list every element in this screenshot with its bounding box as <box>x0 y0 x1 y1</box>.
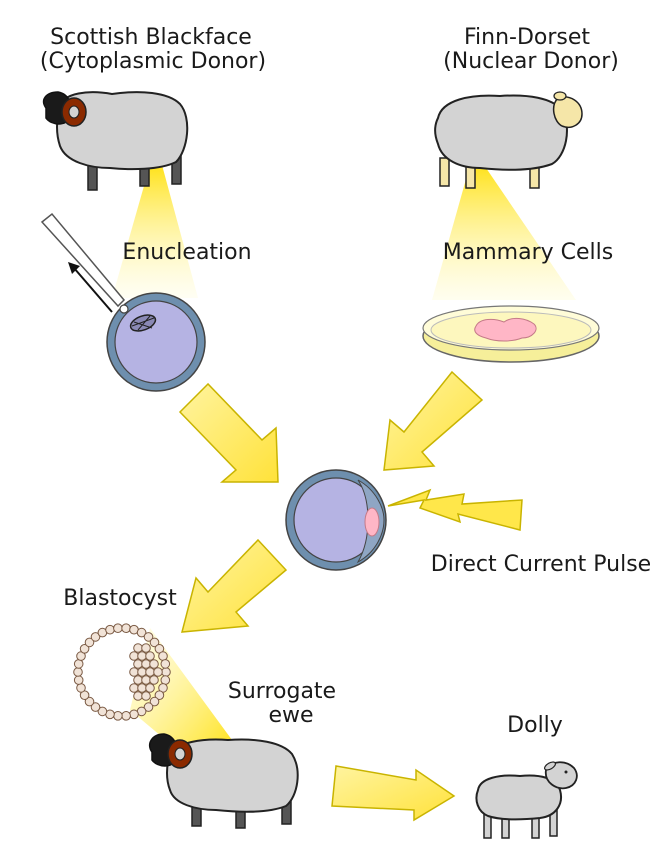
inner-cell-mass-cell <box>137 667 147 677</box>
cytoplasmic-donor-breed-label: Scottish Blackface <box>50 25 252 50</box>
blastocyst-cell <box>136 627 147 638</box>
inner-cell-mass-cell <box>141 643 151 653</box>
pipette-direction-arrowhead <box>68 262 80 274</box>
beam-finn-to-dish <box>432 165 576 300</box>
blastocyst-cell <box>84 696 95 707</box>
dolly-lamb <box>475 761 578 839</box>
blastocyst-cell <box>84 637 95 648</box>
blastocyst-cell <box>149 696 160 707</box>
fused-egg <box>285 469 387 571</box>
blastocyst-cell <box>113 623 123 634</box>
scottish-blackface-sheep <box>42 91 189 191</box>
blastocyst-label: Blastocyst <box>63 586 177 611</box>
inner-cell-mass-cell <box>145 683 155 693</box>
enucleation-label: Enucleation <box>122 240 251 265</box>
blastocyst-cell <box>143 632 154 642</box>
surrogate-label-line2: ewe <box>268 703 313 728</box>
blastocyst-cell <box>73 659 84 669</box>
inner-cell-mass-cell <box>129 667 139 677</box>
mammary-cells-blob <box>474 317 537 342</box>
donor-nucleus <box>364 507 380 537</box>
mammary-cells-label: Mammary Cells <box>443 240 613 265</box>
nuclear-donor-role-label: (Nuclear Donor) <box>443 49 619 74</box>
arrow-fusion-to-blastocyst <box>181 538 288 633</box>
blastocyst-cell <box>105 624 115 635</box>
blastocyst-cell <box>121 623 131 634</box>
blastocyst-cell <box>154 690 165 701</box>
blastocyst-cell <box>149 637 160 648</box>
blastocyst-cell <box>90 702 101 712</box>
inner-cell-mass-cell <box>149 675 159 685</box>
inner-cell-mass-cell <box>129 651 139 661</box>
finn-dorset-sheep <box>434 91 583 189</box>
blastocyst-cell <box>73 675 84 685</box>
enucleated-egg <box>106 292 206 392</box>
blastocyst-cell <box>76 683 86 693</box>
inner-cell-mass-cell <box>145 651 155 661</box>
blastocyst-cell <box>90 632 101 642</box>
inner-cell-mass-cell <box>137 651 147 661</box>
blastocyst-cell <box>113 711 123 721</box>
inner-cell-mass-cell <box>133 643 143 653</box>
inner-cell-mass-cell <box>133 691 143 701</box>
inner-cell-mass-cell <box>133 675 143 685</box>
blastocyst-cell <box>143 702 154 712</box>
lightning-bolt-icon <box>387 488 523 531</box>
inner-cell-mass-cell <box>141 691 151 701</box>
blastocyst-cell <box>160 659 171 669</box>
nuclear-donor-breed-label: Finn-Dorset <box>464 25 590 50</box>
surrogate-ewe-sheep <box>148 733 299 829</box>
blastocyst-cell <box>97 706 108 717</box>
enucleation-pipette <box>40 212 126 313</box>
blastocyst-cell <box>129 709 139 720</box>
arrow-egg-to-fusion <box>178 382 279 483</box>
inner-cell-mass-cell <box>145 667 155 677</box>
blastocyst <box>73 623 171 721</box>
arrow-surrogate-to-dolly <box>331 765 456 822</box>
arrow-dish-to-fusion <box>383 370 484 471</box>
blastocyst-cell <box>73 667 83 677</box>
blastocyst-cell <box>160 675 171 685</box>
beam-blackface-to-egg <box>112 165 198 298</box>
inner-cell-mass-cell <box>149 659 159 669</box>
petri-dish <box>422 305 600 363</box>
inner-cell-mass-cell <box>133 659 143 669</box>
inner-cell-mass-cell <box>153 667 163 677</box>
current-pulse-label: Direct Current Pulse <box>431 552 651 577</box>
blastocyst-cell <box>121 711 131 721</box>
blastocyst-cell <box>79 644 90 654</box>
blastocyst-cell <box>158 651 168 661</box>
blastocyst-cell <box>161 667 171 677</box>
inner-cell-mass-cell <box>141 659 151 669</box>
inner-cell-mass-cell <box>129 683 139 693</box>
surrogate-label-line1: Surrogate <box>228 679 336 704</box>
inner-cell-mass-cell <box>137 683 147 693</box>
inner-cell-mass-cell <box>141 675 151 685</box>
beam-blastocyst-to-surrogate <box>130 628 232 752</box>
cytoplasmic-donor-role-label: (Cytoplasmic Donor) <box>40 49 266 74</box>
dolly-label: Dolly <box>507 713 563 738</box>
